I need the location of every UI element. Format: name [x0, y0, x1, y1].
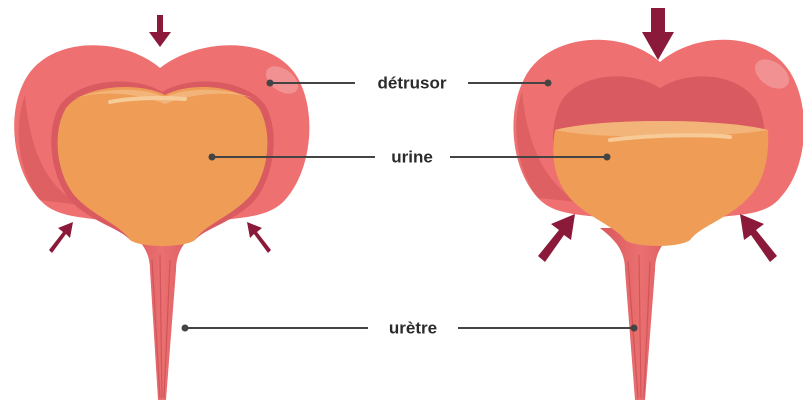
arrow-down-icon	[149, 15, 171, 47]
label-uretre: urètre	[389, 320, 437, 337]
arrow-up-right-icon	[538, 214, 575, 262]
left-bladder	[14, 45, 309, 400]
arrow-up-left-icon	[247, 222, 271, 253]
label-urine: urine	[391, 149, 433, 166]
label-detrusor: détrusor	[378, 75, 447, 92]
arrow-down-icon	[642, 8, 674, 60]
left-urine	[58, 87, 268, 246]
right-urine	[553, 121, 768, 246]
left-urethra	[125, 228, 200, 400]
arrow-up-left-icon	[740, 214, 777, 262]
arrow-up-right-icon	[49, 222, 73, 253]
right-bladder	[513, 40, 803, 400]
